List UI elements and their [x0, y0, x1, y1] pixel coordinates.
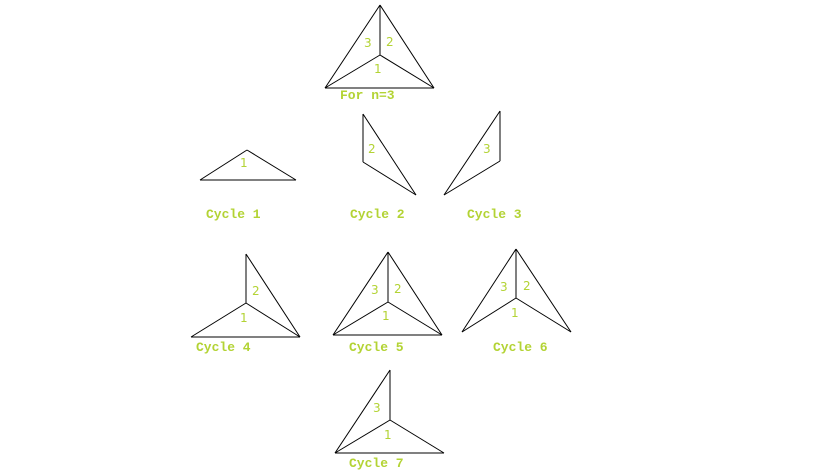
edge: [245, 253, 301, 338]
figure-caption: Cycle 7: [349, 456, 404, 470]
region-label: 3: [500, 280, 508, 294]
edge: [362, 161, 417, 196]
edge: [199, 149, 248, 181]
edge: [334, 369, 391, 454]
region-label: 3: [373, 401, 381, 415]
figure-cycle-2: 2 Cycle 2: [350, 113, 417, 222]
figure-caption: For n=3: [340, 88, 395, 103]
figure-cycle-3: 3 Cycle 3: [443, 110, 522, 222]
edge: [443, 160, 501, 196]
region-label: 2: [252, 284, 260, 298]
edge: [190, 302, 247, 338]
figure-caption: Cycle 1: [206, 207, 261, 222]
edge: [332, 251, 389, 336]
edge: [246, 149, 297, 181]
region-label: 3: [483, 142, 491, 156]
figure-caption: Cycle 2: [350, 207, 405, 222]
region-label: 1: [240, 311, 248, 325]
region-label: 2: [394, 282, 402, 296]
region-label: 2: [523, 279, 531, 293]
edge: [515, 297, 572, 333]
edge: [515, 248, 572, 333]
edge: [324, 4, 381, 89]
figure-caption: Cycle 4: [196, 340, 251, 355]
edge: [245, 302, 301, 338]
region-label: 1: [240, 156, 248, 170]
region-label: 1: [384, 428, 392, 442]
edge: [387, 301, 443, 336]
region-label: 2: [386, 35, 394, 49]
region-label: 2: [368, 142, 376, 156]
edge: [461, 297, 517, 333]
edge: [324, 54, 381, 89]
region-label: 1: [382, 309, 390, 323]
edge: [334, 419, 391, 454]
edge: [461, 248, 517, 333]
figure-cycle-4: 2 1 Cycle 4: [190, 253, 301, 355]
figure-cycle-7: 3 1 Cycle 7: [334, 369, 445, 470]
edge: [389, 419, 445, 454]
edge: [362, 113, 417, 196]
figure-caption: Cycle 3: [467, 207, 522, 222]
region-label: 3: [364, 36, 372, 50]
edge: [443, 110, 501, 196]
region-label: 3: [371, 283, 379, 297]
region-label: 1: [511, 306, 519, 320]
region-label: 1: [374, 62, 382, 76]
edge: [332, 301, 389, 336]
figure-cycle-1: 1 Cycle 1: [199, 149, 297, 222]
figure-cycle-6: 3 2 1 Cycle 6: [461, 248, 572, 355]
edge: [387, 251, 443, 336]
edge: [379, 54, 435, 89]
figure-main: 3 2 1 For n=3: [324, 4, 435, 103]
figure-caption: Cycle 6: [493, 340, 548, 355]
figure-caption: Cycle 5: [349, 340, 404, 355]
figure-cycle-5: 3 2 1 Cycle 5: [332, 251, 443, 355]
edge: [379, 4, 435, 89]
